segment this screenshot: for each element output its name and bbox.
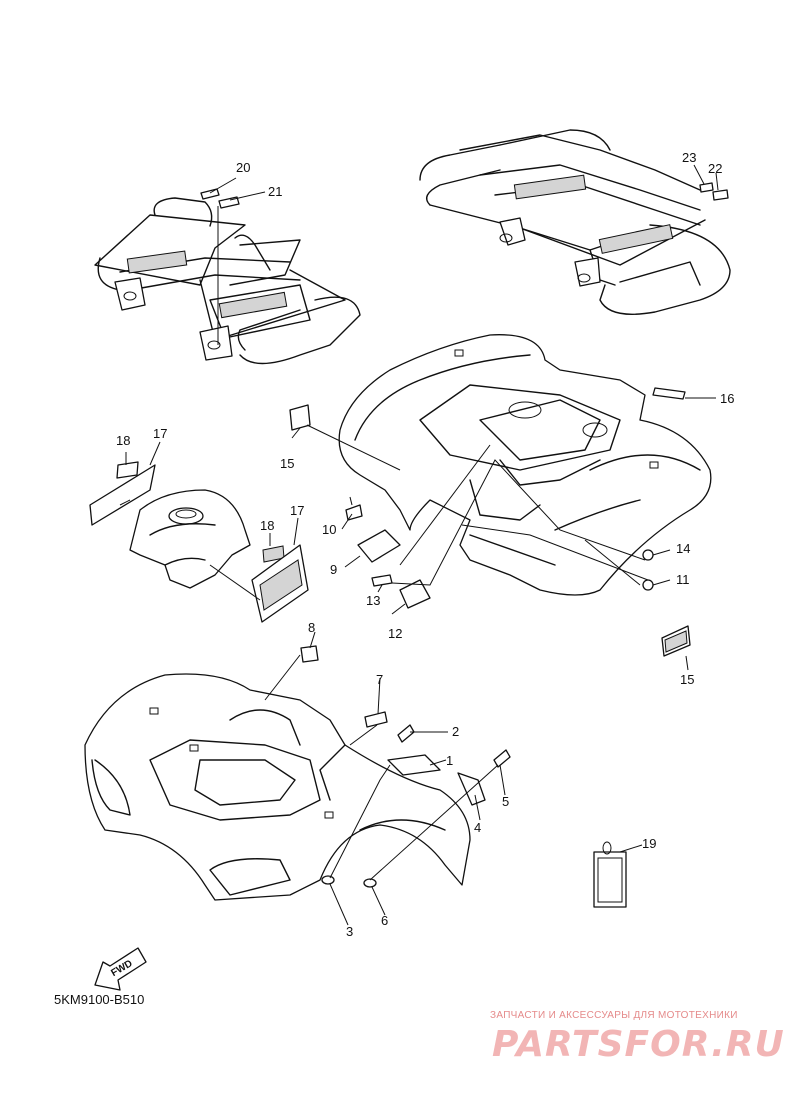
front-fender <box>84 673 471 901</box>
callout-20: 20 <box>236 160 250 175</box>
callout-16: 16 <box>720 391 734 406</box>
bolt-13 <box>371 574 393 587</box>
rear-fender <box>338 334 712 596</box>
callout-2: 2 <box>452 724 459 739</box>
decals <box>89 182 729 908</box>
callout-14: 14 <box>676 541 690 556</box>
decal-20 <box>200 188 220 200</box>
callout-3: 3 <box>346 924 353 939</box>
decal-16 <box>652 387 686 400</box>
callout-6: 6 <box>381 913 388 928</box>
callout-17-tank: 17 <box>290 503 304 518</box>
decal-8 <box>300 645 319 663</box>
callout-19: 19 <box>642 836 656 851</box>
callout-23: 23 <box>682 150 696 165</box>
decal-22 <box>712 189 729 201</box>
leader-lines <box>119 164 719 926</box>
decal-21 <box>218 196 240 209</box>
callout-13: 13 <box>366 593 380 608</box>
callout-5: 5 <box>502 794 509 809</box>
decal-23 <box>699 182 714 193</box>
nut-11 <box>642 579 654 591</box>
callout-7: 7 <box>376 672 383 687</box>
callout-17-left: 17 <box>153 426 167 441</box>
callout-15-bottom: 15 <box>680 672 694 687</box>
watermark-tagline: ЗАПЧАСТИ И АКСЕССУАРЫ ДЛЯ МОТОТЕХНИКИ <box>490 1010 738 1021</box>
grommet-6 <box>363 878 377 888</box>
callout-12: 12 <box>388 626 402 641</box>
decal-19 <box>593 851 627 908</box>
fuel-tank-cover <box>129 489 251 589</box>
callout-4: 4 <box>474 820 481 835</box>
front-carrier-rack <box>94 197 361 365</box>
callout-11: 11 <box>676 572 690 587</box>
rear-carrier-rack <box>419 129 731 315</box>
fwd-arrow: FWD <box>94 947 147 991</box>
callout-22: 22 <box>708 161 722 176</box>
decal-15-top <box>289 404 311 431</box>
callout-8: 8 <box>308 620 315 635</box>
nut-14 <box>642 549 654 561</box>
watermark-logo: PARTSFOR.RU <box>492 1024 785 1065</box>
callout-18-left: 18 <box>116 433 130 448</box>
bolt-5 <box>493 749 511 768</box>
diagram-code: 5KM9100-B510 <box>54 992 145 1007</box>
callout-18-tank: 18 <box>260 518 274 533</box>
bolt-2 <box>397 724 415 743</box>
callout-9: 9 <box>330 562 337 577</box>
callout-numbers: 20 21 23 22 16 15 18 17 18 17 10 9 14 11… <box>116 150 734 939</box>
callout-10: 10 <box>322 522 336 537</box>
callout-1: 1 <box>446 753 453 768</box>
decal-1 <box>387 754 441 776</box>
callout-15-top: 15 <box>280 456 294 471</box>
decal-18-left <box>116 461 139 479</box>
callout-21: 21 <box>268 184 282 199</box>
decal-17-left <box>89 464 156 526</box>
decal-7 <box>364 711 388 728</box>
decal-12 <box>399 579 431 609</box>
bolt-10 <box>345 504 363 521</box>
decal-9 <box>357 529 401 563</box>
grommet-3 <box>321 875 335 885</box>
